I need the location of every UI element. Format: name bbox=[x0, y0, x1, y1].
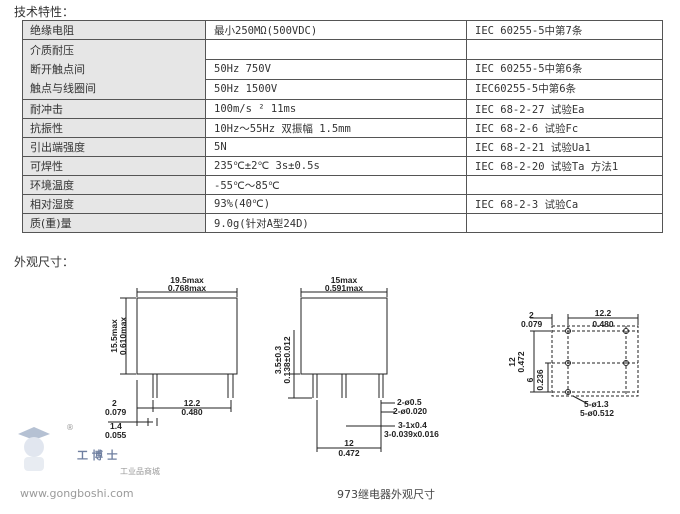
param-line: 触点与线圈间 bbox=[30, 82, 96, 95]
pcb-height-label: 12 bbox=[507, 357, 517, 367]
watermark-site: www.gongboshi.com bbox=[20, 487, 134, 500]
param-line: 介质耐压 bbox=[30, 44, 74, 57]
pcb-half-label: 6 bbox=[525, 377, 535, 382]
value-cell: 10Hz～55Hz 双振幅 1.5mm bbox=[205, 118, 467, 138]
dimensions-heading: 外观尺寸： bbox=[14, 255, 75, 269]
param-cell: 可焊性 bbox=[22, 156, 206, 176]
param-cell: 引出端强度 bbox=[22, 137, 206, 157]
pcb-half-inch-label: 0.236 bbox=[535, 369, 545, 391]
watermark-reg: ® bbox=[66, 423, 74, 432]
pin-dia-label: 2-ø0.5 bbox=[397, 397, 422, 407]
pin-rect-label: 3-1x0.4 bbox=[398, 420, 427, 430]
pcb-height-inch-label: 0.472 bbox=[516, 351, 526, 373]
front-height-label: 15.5max bbox=[109, 319, 119, 353]
pin-spacing-inch-label: 0.480 bbox=[181, 407, 203, 417]
table-row: 质(重)量 9.0g(针对A型24D) bbox=[22, 213, 663, 233]
watermark-brand: 工 博 士 bbox=[77, 449, 118, 462]
spec-table: 绝缘电阻 最小250MΩ(500VDC) IEC 60255-5中第7条 介质耐… bbox=[22, 20, 663, 233]
side-view-body bbox=[300, 297, 388, 375]
front-view-body bbox=[136, 297, 238, 375]
watermark-tag: 工业品商城 bbox=[120, 467, 160, 476]
side-bottom-inch-label: 0.472 bbox=[338, 448, 360, 458]
param-cell: 抗振性 bbox=[22, 118, 206, 138]
pin-offset-label: 2 bbox=[112, 398, 117, 408]
param-cell: 相对湿度 bbox=[22, 194, 206, 214]
pin-rect-inch-label: 3-0.039x0.016 bbox=[384, 429, 439, 439]
pin-tail-label: 1.4 bbox=[110, 421, 122, 431]
value-cell: 93%(40℃) bbox=[205, 194, 467, 214]
pcb-spacing-label: 12.2 bbox=[595, 308, 612, 318]
watermark-logo-icon bbox=[18, 427, 50, 471]
param-line: 断开触点间 bbox=[30, 63, 85, 76]
table-row: 环境温度 -55℃～85℃ bbox=[22, 175, 663, 195]
pin-dia-inch-label: 2-ø0.020 bbox=[393, 406, 427, 416]
param-cell: 环境温度 bbox=[22, 175, 206, 195]
pcb-spacing-inch-label: 0.480 bbox=[592, 319, 614, 329]
front-width-label: 19.5max bbox=[170, 275, 204, 285]
standard-line: IEC60255-5中第6条 bbox=[475, 83, 577, 95]
side-width-label: 15max bbox=[331, 275, 358, 285]
standard-line: IEC 60255-5中第6条 bbox=[467, 60, 662, 80]
drawing-caption: 973继电器外观尺寸 bbox=[337, 488, 435, 501]
standard-cell: IEC 68-2-21 试验Ua1 bbox=[466, 137, 663, 157]
value-line: 50Hz 1500V bbox=[214, 83, 278, 95]
front-width-inch-label: 0.768max bbox=[168, 283, 207, 293]
side-height-label: 3.5±0.3 bbox=[273, 346, 283, 375]
value-cell: 9.0g(针对A型24D) bbox=[205, 213, 467, 233]
table-row: 抗振性 10Hz～55Hz 双振幅 1.5mm IEC 68-2-6 试验Fc bbox=[22, 118, 663, 138]
param-cell: 介质耐压 断开触点间 触点与线圈间 bbox=[22, 39, 206, 100]
table-row: 耐冲击 100m/s ² 11ms IEC 68-2-27 试验Ea bbox=[22, 99, 663, 119]
value-line: 50Hz 750V bbox=[206, 60, 466, 80]
pin-offset-inch-label: 0.079 bbox=[105, 407, 127, 417]
pin-tail-inch-label: 0.055 bbox=[105, 430, 127, 440]
pcb-offset-label: 2 bbox=[529, 310, 534, 320]
front-height-inch-label: 0.610max bbox=[118, 317, 128, 356]
standard-cell bbox=[466, 213, 663, 233]
value-line bbox=[206, 40, 466, 60]
pcb-holes-inch-label: 5-ø0.512 bbox=[580, 408, 614, 418]
side-width-inch-label: 0.591max bbox=[325, 283, 364, 293]
side-height-inch-label: 0.138±0.012 bbox=[282, 336, 292, 383]
table-row: 相对湿度 93%(40℃) IEC 68-2-3 试验Ca bbox=[22, 194, 663, 214]
standard-cell: IEC 68-2-20 试验Ta 方法1 bbox=[466, 156, 663, 176]
pcb-offset-inch-label: 0.079 bbox=[521, 319, 543, 329]
param-cell: 绝缘电阻 bbox=[22, 20, 206, 40]
tech-spec-heading: 技术特性： bbox=[14, 5, 75, 19]
table-row: 可焊性 235℃±2℃ 3s±0.5s IEC 68-2-20 试验Ta 方法1 bbox=[22, 156, 663, 176]
table-row: 引出端强度 5N IEC 68-2-21 试验Ua1 bbox=[22, 137, 663, 157]
param-cell: 耐冲击 bbox=[22, 99, 206, 119]
standard-line bbox=[467, 40, 662, 60]
side-bottom-label: 12 bbox=[344, 438, 354, 448]
standard-cell: IEC 68-2-27 试验Ea bbox=[466, 99, 663, 119]
pcb-outline bbox=[551, 325, 639, 397]
pin-spacing-label: 12.2 bbox=[184, 398, 201, 408]
pcb-holes-label: 5-ø1.3 bbox=[584, 399, 609, 409]
